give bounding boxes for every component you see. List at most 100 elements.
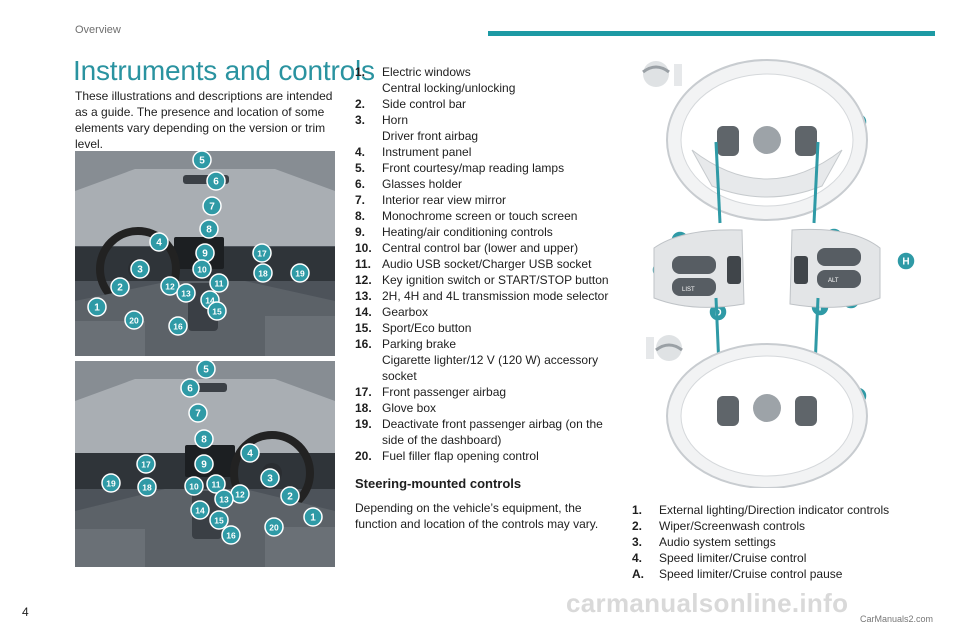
item-text: Speed limiter/Cruise control pause <box>659 567 843 581</box>
right-button-cluster: ALT <box>789 228 881 308</box>
item-number: 15. <box>355 321 372 335</box>
item-text: Glasses holder <box>382 177 463 191</box>
item-number: 12. <box>355 273 372 287</box>
item-number: 6. <box>355 177 366 191</box>
item-text: Monochrome screen or touch screen <box>382 209 578 223</box>
list-item: 3. Audio system settings <box>632 534 902 550</box>
item-text: Audio system settings <box>659 535 776 549</box>
steering-heading: Steering-mounted controls <box>355 476 522 491</box>
list-item: A. Speed limiter/Cruise control pause <box>632 566 902 582</box>
item-text: socket <box>382 369 417 383</box>
list-item: 2. Side control bar <box>355 96 610 112</box>
item-number: 10. <box>355 241 372 255</box>
item-number: 3. <box>355 113 366 127</box>
item-number: 20. <box>355 449 372 463</box>
item-number: 17. <box>355 385 372 399</box>
item-number: 1. <box>355 65 366 79</box>
list-item: 2. Wiper/Screenwash controls <box>632 518 902 534</box>
list-item: 13. 2H, 4H and 4L transmission mode selec… <box>355 288 610 304</box>
list-item: 9. Heating/air conditioning controls <box>355 224 610 240</box>
left-button-cluster: LIST <box>653 229 745 308</box>
item-number: 8. <box>355 209 366 223</box>
item-text: side of the dashboard) <box>382 433 502 447</box>
item-number: 5. <box>355 161 366 175</box>
list-item: 11. Audio USB socket/Charger USB socket <box>355 256 610 272</box>
item-number: 2. <box>355 97 366 111</box>
item-text: Wiper/Screenwash controls <box>659 519 806 533</box>
item-number: A. <box>632 567 644 581</box>
item-text: Horn <box>382 113 409 127</box>
item-text: External lighting/Direction indicator co… <box>659 503 890 517</box>
item-number: 14. <box>355 305 372 319</box>
item-text: Fuel filler flap opening control <box>382 449 539 463</box>
item-text: Central locking/unlocking <box>382 81 516 95</box>
item-number: 13. <box>355 289 372 303</box>
svg-text:H: H <box>902 257 909 268</box>
list-item: 7.Interior rear view mirror <box>355 192 610 208</box>
dashboard-photo-lhd <box>75 151 335 356</box>
item-number: 4. <box>355 145 366 159</box>
item-number: 16. <box>355 337 372 351</box>
steering-wheel-illustrations: LIST ALT <box>632 58 894 493</box>
list-item: 17. Front passenger airbag <box>355 384 610 400</box>
item-text: Front courtesy/map reading lamps <box>382 161 565 175</box>
dashboard-photo-rhd <box>75 361 335 567</box>
steering-paragraph: Depending on the vehicle’s equipment, th… <box>355 501 599 531</box>
svg-text:LIST: LIST <box>682 287 695 293</box>
item-text: Cigarette lighter/12 V (120 W) accessory <box>382 353 599 367</box>
item-text: Deactivate front passenger airbag (on th… <box>382 417 603 431</box>
intro-paragraph: These illustrations and descriptions are… <box>75 89 333 151</box>
item-number: 9. <box>355 225 366 239</box>
list-item: 20. Fuel filler flap opening control <box>355 448 610 464</box>
steering-wheel-lhd <box>666 59 868 221</box>
item-text: Key ignition switch or START/STOP button <box>382 273 609 287</box>
list-item: 19. Deactivate front passenger airbag (on… <box>355 416 610 448</box>
item-text: Parking brake <box>382 337 457 351</box>
item-text: Electric windows <box>382 65 471 79</box>
list-item: 6. Glasses holder <box>355 176 610 192</box>
item-text: Instrument panel <box>382 145 472 159</box>
item-number: 19. <box>355 417 372 431</box>
page-title: Instruments and controls <box>73 55 375 86</box>
item-text: Gearbox <box>382 305 429 319</box>
item-text: Side control bar <box>382 97 467 111</box>
steering-list: 1. External lighting/Direction indicator … <box>632 502 902 582</box>
item-number: 3. <box>632 535 643 549</box>
item-number: 1. <box>632 503 643 517</box>
list-item: 1. External lighting/Direction indicator … <box>632 502 902 518</box>
item-number: 11. <box>355 257 372 271</box>
item-text: Audio USB socket/Charger USB socket <box>382 257 592 271</box>
page-number: 4 <box>22 605 29 619</box>
item-number: 18. <box>355 401 372 415</box>
list-item: 18. Glove box <box>355 400 610 416</box>
list-item: 14. Gearbox <box>355 304 610 320</box>
svg-text:ALT: ALT <box>828 278 839 284</box>
list-item: 5. Front courtesy/map reading lamps <box>355 160 610 176</box>
item-text: 2H, 4H and 4L transmission mode selector <box>382 289 609 303</box>
rhd-wheel-icon <box>646 335 683 361</box>
item-text: Glove box <box>382 401 437 415</box>
item-text: Speed limiter/Cruise control <box>659 551 807 565</box>
watermark-small: CarManuals2.com <box>860 614 934 624</box>
item-text: Driver front airbag <box>382 129 479 143</box>
item-text: Central control bar (lower and upper) <box>382 241 579 255</box>
item-number: 4. <box>632 551 643 565</box>
callout-badge: H <box>896 251 916 271</box>
steering-wheel-rhd <box>666 343 868 489</box>
header-section: Overview <box>75 24 121 36</box>
item-number: 7. <box>355 193 366 207</box>
item-text: Heating/air conditioning controls <box>382 225 553 239</box>
item-text: Sport/Eco button <box>382 321 472 335</box>
list-item: 8. Monochrome screen or touch screen <box>355 208 610 224</box>
list-item: 10. Central control bar (lower and upper) <box>355 240 610 256</box>
list-item: 4. Speed limiter/Cruise control <box>632 550 902 566</box>
header-accent-bar <box>488 31 935 36</box>
item-text: Front passenger airbag <box>382 385 507 399</box>
list-item: 12. Key ignition switch or START/STOP but… <box>355 272 610 288</box>
list-item: 15. Sport/Eco button <box>355 320 610 336</box>
item-number: 2. <box>632 519 643 533</box>
